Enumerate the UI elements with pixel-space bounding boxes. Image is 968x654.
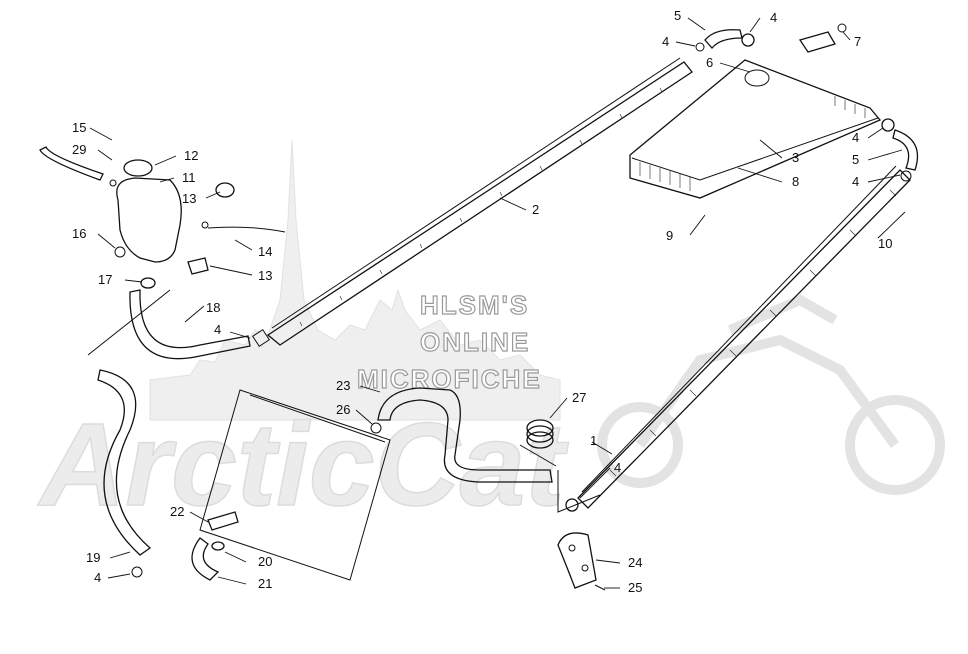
callout-4-lower-right: 4 [614,460,621,475]
part-2-cooler-tube-upper [252,57,693,347]
callout-29: 29 [72,142,86,157]
callout-2: 2 [532,202,539,217]
callout-4-left-hose: 4 [214,322,221,337]
watermark-background: ArcticCat HLSM'S ONLINE MICROFICHE [36,139,945,532]
part-5-hose-upper [704,29,743,50]
callout-11: 11 [182,170,196,185]
callout-1: 1 [590,433,597,448]
callout-4-right-2: 4 [852,174,859,189]
callout-15: 14 [258,244,272,259]
callout-26: 25 [628,580,642,595]
part-25-26-bracket [557,532,606,591]
callout-28: 27 [572,390,586,405]
watermark-line-2: ONLINE [420,327,530,357]
callout-5-right: 5 [852,152,859,167]
callout-9: 9 [666,228,673,243]
brand-logo-watermark: ArcticCat [37,399,569,531]
callout-4-top-left: 4 [662,34,669,49]
callout-16: 15 [72,120,86,135]
callout-19: 18 [206,300,220,315]
part-24-crossover-hose [370,387,557,483]
callout-18: 17 [98,272,112,287]
leader-lines [89,17,906,589]
callout-4-bottom-left: 4 [94,570,101,585]
part-4-clamp-top-right [695,33,895,132]
motorcycle-silhouette [597,294,945,495]
watermark-line-1: HLSM'S [420,290,529,320]
callout-24: 23 [336,378,350,393]
callout-4-right-1: 4 [852,130,859,145]
part-5-hose-right [892,129,919,182]
skyline-silhouette [149,139,561,421]
callout-14: 13 [258,268,272,283]
callout-21: 20 [258,554,272,569]
callout-3: 3 [792,150,799,165]
callout-13: 13 [182,191,196,206]
callout-20: 19 [86,550,100,565]
callout-7: 7 [854,34,861,49]
part-3-tunnel-panel [629,59,882,199]
callout-12: 12 [184,148,198,163]
callout-23: 22 [170,504,184,519]
part-1-cooler-tube-lower [577,165,911,509]
part-21-22-23-elbow-hose [191,511,239,581]
callout-4-top-right: 4 [770,10,777,25]
coolant-bottle-assembly [39,146,286,275]
radiator-frame [199,389,391,581]
callout-5-top: 5 [674,8,681,23]
part-19-20-hose-left [87,277,251,578]
callout-17: 16 [72,226,86,241]
callout-22: 21 [258,576,272,591]
part-4-clamp-lower [557,470,601,513]
callout-27: 26 [336,402,350,417]
callout-labels: 5 4 4 7 6 4 5 4 3 8 9 10 2 15 29 12 11 1… [72,8,892,595]
part-28-spring-clamp [526,419,554,449]
callout-25: 24 [628,555,642,570]
callout-10: 10 [878,236,892,251]
callout-8: 8 [792,174,799,189]
watermark-line-3: MICROFICHE [357,364,542,394]
callout-6: 6 [706,55,713,70]
part-7-bracket [798,23,847,53]
